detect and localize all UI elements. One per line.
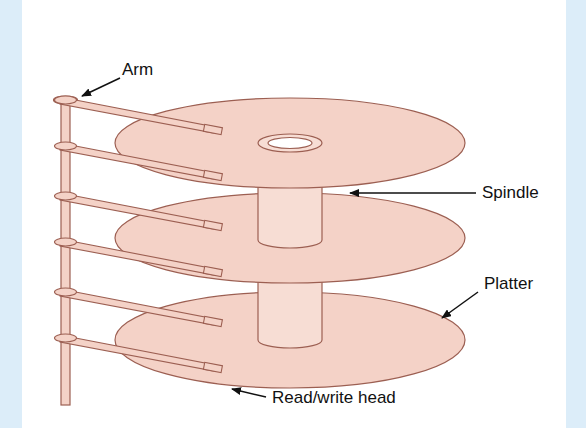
arm-pivot xyxy=(55,142,77,150)
read-write-head xyxy=(203,362,222,372)
arm-pivot xyxy=(55,96,77,104)
read-write-head xyxy=(203,220,222,230)
spindle-hole xyxy=(268,138,312,149)
leader-line xyxy=(350,192,476,194)
leader-line xyxy=(232,389,266,397)
arm xyxy=(60,97,215,133)
part-label: Platter xyxy=(484,275,533,294)
arm-pivot xyxy=(55,238,77,246)
leader-line xyxy=(82,78,120,96)
arm-pivot xyxy=(54,96,78,104)
arm-pivot xyxy=(55,192,77,200)
read-write-head xyxy=(203,170,222,180)
leader-line xyxy=(442,292,478,318)
arm-pivot xyxy=(55,288,77,296)
arm xyxy=(60,143,215,179)
arm xyxy=(60,289,215,325)
actuator xyxy=(54,96,78,405)
panel xyxy=(22,0,566,428)
platter xyxy=(115,98,465,188)
read-write-head xyxy=(203,124,222,134)
arm-pivot xyxy=(55,334,77,342)
arm xyxy=(60,335,215,371)
part-label: Read/write head xyxy=(272,389,396,408)
part-label: Spindle xyxy=(482,184,539,203)
read-write-head xyxy=(203,316,222,326)
part-label: Arm xyxy=(122,61,153,80)
spindle-hub xyxy=(258,134,322,152)
read-write-head xyxy=(203,266,222,276)
arm xyxy=(60,193,215,229)
arm xyxy=(60,239,215,275)
